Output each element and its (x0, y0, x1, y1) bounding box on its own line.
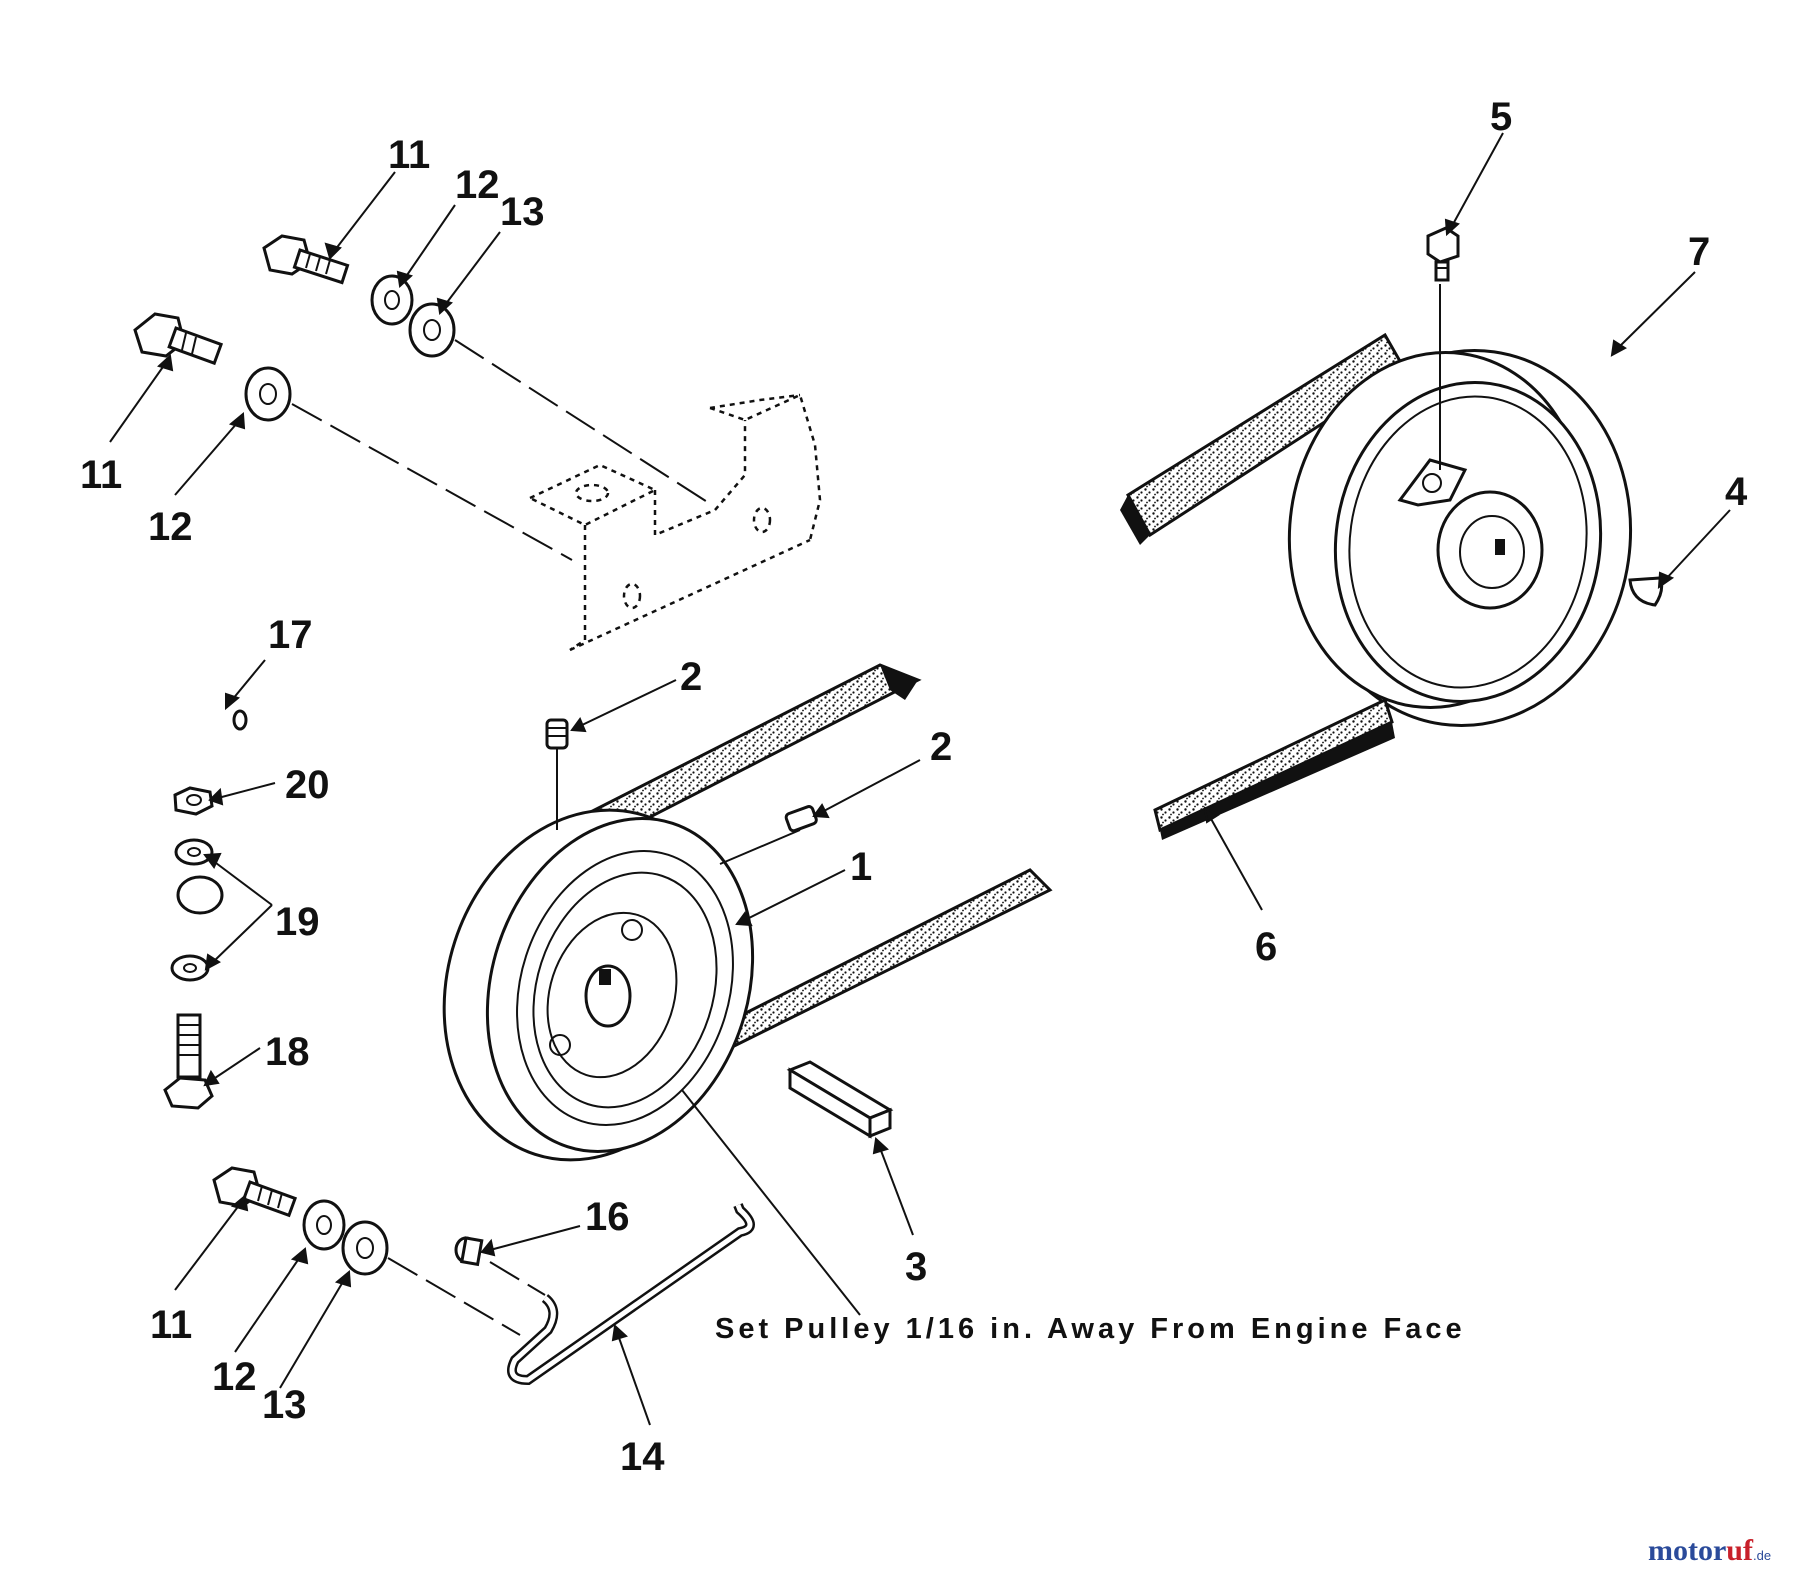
bolt-bottom (212, 1166, 298, 1218)
callout-7: 7 (1688, 230, 1710, 274)
engine-bracket (529, 393, 822, 652)
key-4 (1628, 576, 1664, 607)
engine-pulley (442, 748, 801, 1162)
callout-5: 5 (1490, 95, 1512, 139)
tension-rod-17 (117, 663, 248, 915)
callout-3: 3 (905, 1245, 927, 1289)
callout-12-middle: 12 (148, 505, 193, 549)
lock-washer-top (370, 274, 414, 326)
callout-2-right: 2 (930, 725, 952, 769)
callout-12-bottom: 12 (212, 1355, 257, 1399)
callout-11-top: 11 (388, 133, 430, 177)
washer-19a (174, 838, 214, 866)
callout-2-left: 2 (680, 655, 702, 699)
bolt-middle (133, 312, 224, 366)
callout-14: 14 (620, 1435, 665, 1479)
watermark-brand: motor (1648, 1534, 1726, 1567)
callout-19: 19 (275, 900, 320, 944)
callout-18: 18 (265, 1030, 310, 1074)
belt-lower-right (1153, 697, 1395, 840)
watermark-logo: motoruf.de (1648, 1534, 1771, 1567)
set-screw-2b (784, 805, 818, 833)
callout-16: 16 (585, 1195, 630, 1239)
flat-washer-bottom (341, 1220, 389, 1276)
belt-lower-left (705, 868, 1053, 1050)
callout-20: 20 (285, 763, 330, 807)
callout-12-top: 12 (455, 163, 500, 207)
key-3 (786, 1060, 894, 1139)
watermark-accent: uf (1726, 1534, 1754, 1567)
lock-washer-bottom (302, 1199, 346, 1251)
washer-middle (244, 366, 292, 422)
leader-arrows (109, 132, 1731, 1426)
svg-text:motoruf.de: motoruf.de (1648, 1534, 1771, 1567)
callout-6: 6 (1255, 925, 1277, 969)
callout-13-bottom: 13 (262, 1383, 307, 1427)
idler-rod-14 (507, 1203, 755, 1386)
flat-washer-top (408, 302, 456, 358)
callout-1: 1 (850, 845, 872, 889)
instruction-note: Set Pulley 1/16 in. Away From Engine Fac… (715, 1313, 1466, 1345)
set-screw-2a (545, 718, 569, 750)
callout-11-bottom: 11 (150, 1303, 192, 1347)
watermark-suffix: .de (1753, 1548, 1771, 1563)
spacer-16 (454, 1236, 484, 1267)
set-screw-5 (1426, 226, 1460, 282)
nut-20 (173, 786, 214, 816)
callout-11-middle: 11 (80, 453, 122, 497)
callout-labels: 11 12 13 11 12 5 7 4 6 17 20 19 18 2 2 1… (80, 95, 1748, 1479)
washer-19b (170, 954, 210, 982)
callout-17: 17 (268, 613, 313, 657)
bolt-top (262, 234, 350, 285)
bolt-18 (163, 1013, 214, 1110)
callout-4: 4 (1725, 470, 1748, 514)
crankshaft-pulley (1287, 284, 1633, 728)
callout-13-top: 13 (500, 190, 545, 234)
